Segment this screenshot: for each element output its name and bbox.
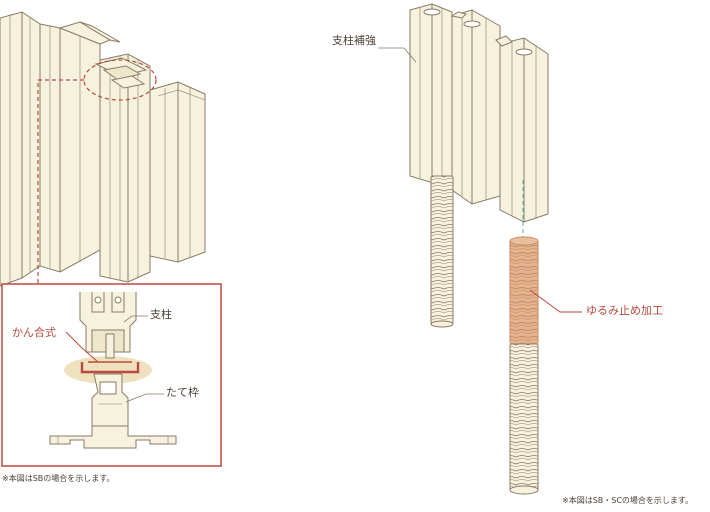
highlight-ellipse (83, 59, 157, 101)
label-shichu-hokyo: 支柱補強 (332, 34, 376, 47)
label-tatewaku: たて枠 (166, 386, 199, 399)
note-right: ※本図はSB・SCの場合を示します。 (562, 496, 694, 505)
label-kangoushiki: かん合式 (12, 326, 56, 339)
label-shichu: 支柱 (150, 308, 172, 321)
leader-yurumi (529, 289, 582, 313)
note-left: ※本図はSBの場合を示します。 (2, 474, 115, 483)
leader-shichu (123, 315, 148, 323)
leader-shichu-hokyo (378, 47, 417, 63)
leader-kangoushiki (65, 331, 99, 363)
threaded-rod-right (509, 236, 539, 495)
reinforcement-assembly (409, 3, 549, 223)
leader-tatewaku (125, 393, 164, 403)
label-yurumi: ゆるみ止め加工 (586, 304, 663, 317)
detail-leader (37, 79, 84, 284)
frame-perspective (0, 11, 206, 287)
detail-section (49, 292, 177, 449)
threaded-rod-left (430, 175, 454, 328)
